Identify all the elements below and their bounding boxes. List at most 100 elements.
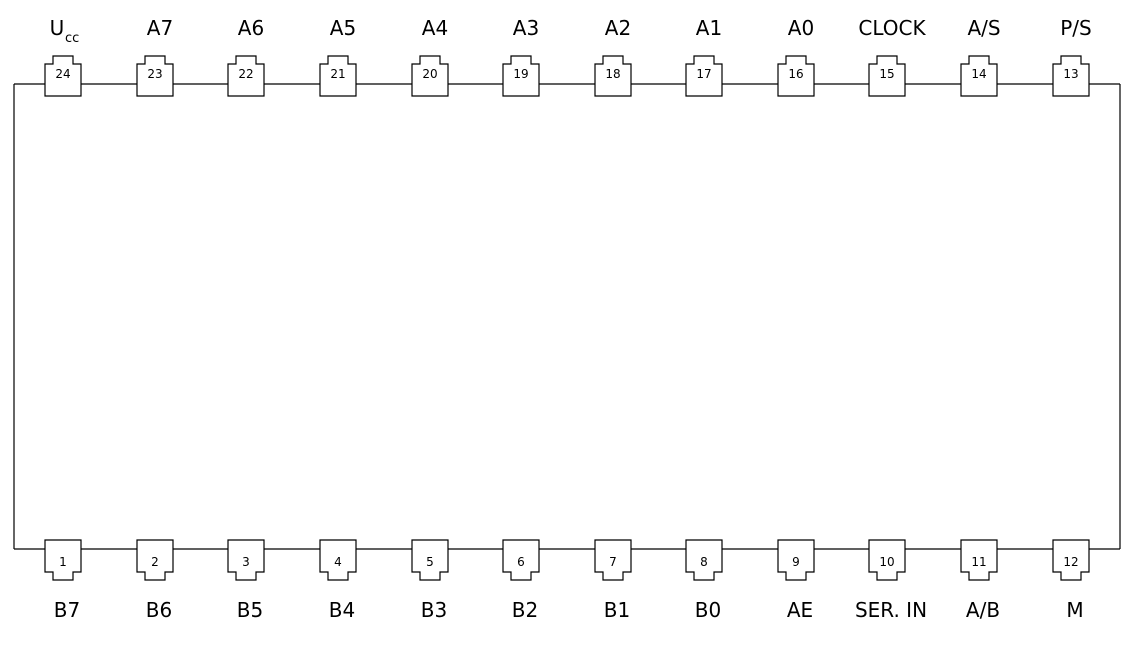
pin-body (777, 539, 815, 581)
pin-label: P/S (1060, 16, 1092, 40)
pin-body (1052, 539, 1090, 581)
pin-number: 6 (517, 555, 525, 569)
pin-label-subscript: cc (65, 31, 79, 46)
pin-label: B2 (512, 598, 538, 622)
pin-1: 1B7 (44, 539, 82, 622)
pin-body (227, 539, 265, 581)
pin-label: B7 (54, 598, 80, 622)
pin-body (411, 55, 449, 97)
pin-body (685, 539, 723, 581)
pin-number: 23 (147, 67, 162, 81)
pin-label: A/B (966, 598, 1000, 622)
pin-label: M (1066, 598, 1083, 622)
pin-label: B0 (695, 598, 721, 622)
pin-16: 16 A0 (777, 16, 815, 97)
pin-number: 9 (792, 555, 800, 569)
pin-label: B3 (421, 598, 447, 622)
pin-3: 3B5 (227, 539, 265, 622)
pin-19: 19 A3 (502, 16, 540, 97)
pin-label: A3 (513, 16, 539, 40)
pin-body (319, 55, 357, 97)
pin-label: B6 (146, 598, 172, 622)
pin-label: A2 (605, 16, 631, 40)
pin-label: A6 (238, 16, 264, 40)
pin-label: AE (787, 598, 813, 622)
pin-12: 12M (1052, 539, 1090, 622)
pin-7: 7B1 (594, 539, 632, 622)
pin-number: 13 (1063, 67, 1078, 81)
pin-number: 22 (238, 67, 253, 81)
pin-15: 15 CLOCK (858, 16, 926, 97)
pin-number: 2 (151, 555, 159, 569)
pin-label: A0 (788, 16, 814, 40)
pin-number: 21 (330, 67, 345, 81)
pin-number: 20 (422, 67, 437, 81)
pin-label: B5 (237, 598, 263, 622)
pin-20: 20 A4 (411, 16, 449, 97)
pin-number: 18 (605, 67, 620, 81)
pin-number: 16 (788, 67, 803, 81)
pin-label: B1 (604, 598, 630, 622)
pin-6: 6B2 (502, 539, 540, 622)
pin-label: SER. IN (855, 598, 927, 622)
pin-13: 13 P/S (1052, 16, 1092, 97)
pin-body (136, 55, 174, 97)
pin-body (44, 539, 82, 581)
pin-label: CLOCK (858, 16, 926, 40)
pin-label: A5 (330, 16, 356, 40)
pin-body (868, 55, 906, 97)
pin-body (960, 539, 998, 581)
pin-number: 19 (513, 67, 528, 81)
pin-number: 11 (971, 555, 986, 569)
pin-4: 4B4 (319, 539, 357, 622)
pin-8: 8B0 (685, 539, 723, 622)
pin-21: 21 A5 (319, 16, 357, 97)
pin-label: A1 (696, 16, 722, 40)
pin-number: 12 (1063, 555, 1078, 569)
pin-22: 22 A6 (227, 16, 265, 97)
pin-17: 17 A1 (685, 16, 723, 97)
pin-number: 17 (696, 67, 711, 81)
pin-body (1052, 55, 1090, 97)
pin-body (868, 539, 906, 581)
pin-label: A4 (422, 16, 448, 40)
pin-label: B4 (329, 598, 355, 622)
pin-5: 5B3 (411, 539, 449, 622)
pin-number: 7 (609, 555, 617, 569)
pin-label: U (50, 16, 65, 40)
pin-body (960, 55, 998, 97)
pin-14: 14 A/S (960, 16, 1001, 97)
pin-9: 9AE (777, 539, 815, 622)
pin-number: 4 (334, 555, 342, 569)
pin-body (685, 55, 723, 97)
pin-body (594, 55, 632, 97)
pin-number: 5 (426, 555, 434, 569)
chip-body (13, 83, 1121, 550)
pin-body (319, 539, 357, 581)
pin-number: 8 (700, 555, 708, 569)
pin-body (227, 55, 265, 97)
pin-18: 18 A2 (594, 16, 632, 97)
pin-number: 1 (59, 555, 67, 569)
pin-body (502, 539, 540, 581)
pin-2: 2B6 (136, 539, 174, 622)
pin-number: 3 (242, 555, 250, 569)
pin-body (502, 55, 540, 97)
pin-number: 10 (879, 555, 894, 569)
pin-11: 11A/B (960, 539, 1000, 622)
pin-body (594, 539, 632, 581)
pin-body (136, 539, 174, 581)
pin-body (411, 539, 449, 581)
pin-body (777, 55, 815, 97)
pin-label: A/S (967, 16, 1000, 40)
pin-body (44, 55, 82, 97)
pin-number: 24 (55, 67, 70, 81)
pin-number: 14 (971, 67, 986, 81)
pin-number: 15 (879, 67, 894, 81)
